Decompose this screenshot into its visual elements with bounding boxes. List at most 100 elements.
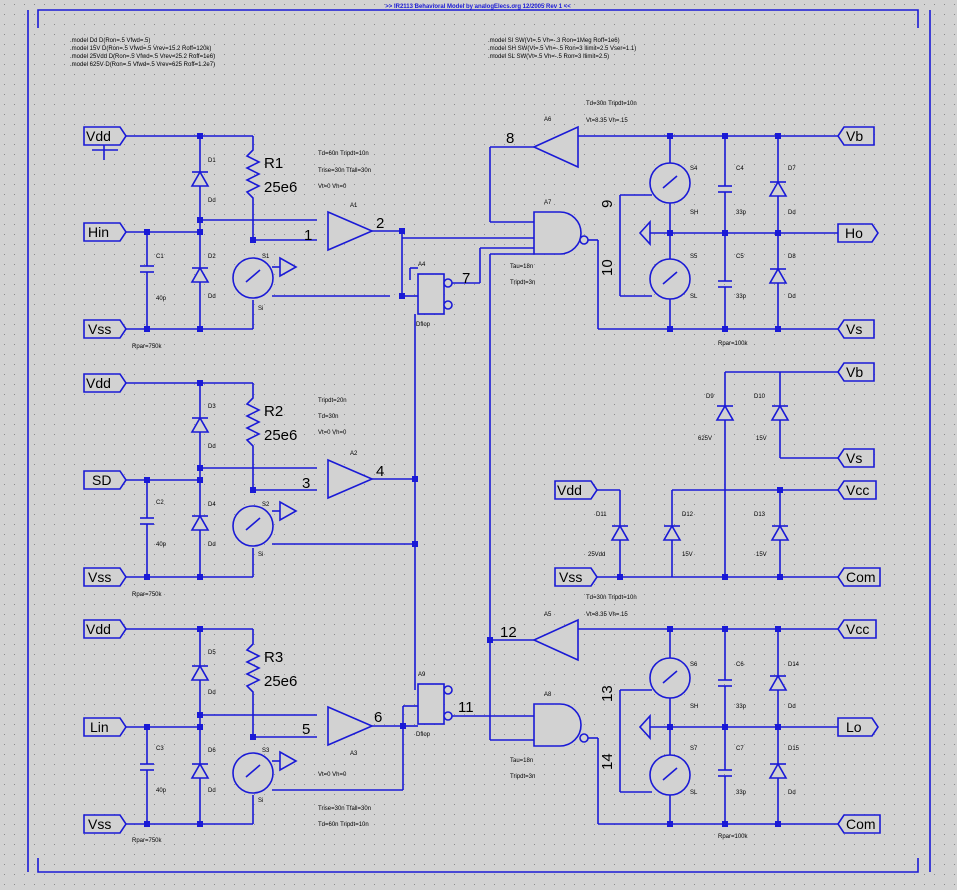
svg-text:A8: A8 bbox=[544, 692, 552, 698]
svg-text:A6: A6 bbox=[544, 117, 552, 123]
svg-text:R3: R3 bbox=[264, 649, 283, 666]
svg-text:.model SH SW(Vt=.5 Vh=-.5 Ron=: .model SH SW(Vt=.5 Vh=-.5 Ron=3 Ilimit=2… bbox=[488, 46, 636, 52]
sheet-title: >> IR2113 Behavioral Model by analogElec… bbox=[385, 4, 571, 10]
svg-text:11: 11 bbox=[458, 699, 474, 716]
port-vcc-2[interactable]: Vcc bbox=[837, 619, 877, 639]
svg-text:.model 25Vdd D(Ron=.5 Vfwd=.5: .model 25Vdd D(Ron=.5 Vfwd=.5 Vrev=25.2 … bbox=[70, 54, 215, 60]
svg-text:Vt=0 Vh=0: Vt=0 Vh=0 bbox=[318, 184, 347, 190]
model-definitions-right: .model SI SW(Vt=.5 Vh=-.3 Ron=1Meg Roff=… bbox=[488, 38, 636, 60]
svg-text:10: 10 bbox=[599, 259, 616, 276]
svg-text:Rpar=100k: Rpar=100k bbox=[718, 341, 749, 347]
svg-text:D8: D8 bbox=[788, 254, 796, 260]
high-side-output bbox=[597, 135, 838, 330]
svg-text:25Vdd: 25Vdd bbox=[588, 552, 605, 558]
svg-text:Dd: Dd bbox=[788, 704, 796, 710]
port-com-1[interactable]: Com bbox=[837, 567, 881, 587]
svg-text:Hin: Hin bbox=[88, 224, 109, 240]
svg-text:S4: S4 bbox=[690, 166, 698, 172]
svg-text:D1: D1 bbox=[208, 158, 216, 164]
port-vcc-1[interactable]: Vcc bbox=[837, 480, 877, 500]
svg-text:Dd: Dd bbox=[208, 444, 216, 450]
svg-text:R2: R2 bbox=[264, 403, 283, 420]
svg-text:Rpar=750k: Rpar=750k bbox=[132, 838, 163, 844]
svg-text:Vt=8.35 Vh=.15: Vt=8.35 Vh=.15 bbox=[586, 612, 628, 618]
port-vs-1[interactable]: Vs bbox=[837, 319, 875, 339]
svg-text:40p: 40p bbox=[156, 542, 167, 548]
svg-text:Vdd: Vdd bbox=[557, 482, 582, 498]
svg-text:33p: 33p bbox=[736, 704, 747, 710]
svg-text:Tripdt=3n: Tripdt=3n bbox=[510, 774, 535, 780]
svg-text:Tripdt=20n: Tripdt=20n bbox=[318, 398, 347, 404]
svg-text:Vss: Vss bbox=[88, 816, 111, 832]
svg-text:Lin: Lin bbox=[90, 719, 109, 735]
svg-text:Vss: Vss bbox=[559, 569, 582, 585]
port-lo[interactable]: Lo bbox=[837, 717, 879, 737]
svg-text:Dd: Dd bbox=[208, 542, 216, 548]
svg-text:Vt=8.35 Vh=.15: Vt=8.35 Vh=.15 bbox=[586, 118, 628, 124]
port-vss-4[interactable]: Vss bbox=[554, 567, 598, 587]
port-vb-1[interactable]: Vb bbox=[837, 126, 875, 146]
svg-text:S7: S7 bbox=[690, 746, 698, 752]
svg-text:25e6: 25e6 bbox=[264, 427, 297, 444]
svg-text:Dd: Dd bbox=[208, 788, 216, 794]
svg-text:SH: SH bbox=[690, 704, 698, 710]
svg-text:.model SI SW(Vt=.5 Vh=-.3 Ron=: .model SI SW(Vt=.5 Vh=-.3 Ron=1Meg Roff=… bbox=[488, 38, 620, 44]
svg-text:C5: C5 bbox=[736, 254, 744, 260]
port-vdd-1[interactable]: Vdd bbox=[83, 126, 127, 146]
svg-text:13: 13 bbox=[599, 685, 616, 702]
svg-text:40p: 40p bbox=[156, 296, 167, 302]
svg-text:5: 5 bbox=[302, 721, 310, 738]
port-vs-2[interactable]: Vs bbox=[837, 448, 875, 468]
svg-text:.model SL SW(Vt=.5 Vh=-.5 Ron=: .model SL SW(Vt=.5 Vh=-.5 Ron=3 Ilimit=2… bbox=[488, 54, 609, 60]
port-vdd-4[interactable]: Vdd bbox=[554, 480, 598, 500]
low-side-output bbox=[578, 628, 838, 825]
input-channel-lin bbox=[120, 628, 403, 825]
svg-text:Vcc: Vcc bbox=[846, 621, 869, 637]
svg-text:6: 6 bbox=[374, 709, 382, 726]
port-hin[interactable]: Hin bbox=[83, 222, 127, 242]
svg-text:40p: 40p bbox=[156, 788, 167, 794]
port-vss-3[interactable]: Vss bbox=[83, 814, 127, 834]
svg-text:.model 625V D(Ron=.5 Vfwd=.5 V: .model 625V D(Ron=.5 Vfwd=.5 Vrev=625 Ro… bbox=[70, 62, 215, 68]
svg-text:S1: S1 bbox=[262, 254, 270, 260]
svg-text:Com: Com bbox=[846, 569, 876, 585]
svg-text:Tau=18n: Tau=18n bbox=[510, 264, 533, 270]
port-ho[interactable]: Ho bbox=[837, 223, 879, 243]
svg-text:D10: D10 bbox=[754, 394, 766, 400]
port-vss-1[interactable]: Vss bbox=[83, 319, 127, 339]
svg-text:C3: C3 bbox=[156, 746, 164, 752]
port-vb-2[interactable]: Vb bbox=[837, 362, 875, 382]
svg-text:R1: R1 bbox=[264, 155, 283, 172]
svg-text:SL: SL bbox=[690, 790, 698, 796]
svg-text:Td=30n: Td=30n bbox=[318, 414, 339, 420]
svg-text:15V: 15V bbox=[756, 552, 767, 558]
svg-text:C2: C2 bbox=[156, 500, 164, 506]
port-com-2[interactable]: Com bbox=[837, 814, 881, 834]
svg-text:D5: D5 bbox=[208, 650, 216, 656]
svg-text:25e6: 25e6 bbox=[264, 179, 297, 196]
svg-text:Tau=18n: Tau=18n bbox=[510, 758, 533, 764]
svg-text:SL: SL bbox=[690, 294, 698, 300]
svg-text:4: 4 bbox=[376, 463, 384, 480]
svg-text:Vss: Vss bbox=[88, 569, 111, 585]
svg-text:7: 7 bbox=[462, 270, 470, 287]
svg-text:Vdd: Vdd bbox=[86, 375, 111, 391]
port-lin[interactable]: Lin bbox=[83, 717, 127, 737]
svg-text:D12: D12 bbox=[682, 512, 694, 518]
svg-text:Dd: Dd bbox=[788, 210, 796, 216]
svg-text:Trise=30n Tfall=30n: Trise=30n Tfall=30n bbox=[318, 168, 371, 174]
svg-text:12: 12 bbox=[500, 624, 517, 641]
svg-text:Dd: Dd bbox=[208, 690, 216, 696]
port-vdd-2[interactable]: Vdd bbox=[83, 373, 127, 393]
svg-text:S3: S3 bbox=[262, 748, 270, 754]
port-vss-2[interactable]: Vss bbox=[83, 567, 127, 587]
svg-text:1: 1 bbox=[304, 227, 312, 244]
svg-text:2: 2 bbox=[376, 215, 384, 232]
port-sd[interactable]: SD bbox=[83, 470, 127, 490]
svg-text:D13: D13 bbox=[754, 512, 766, 518]
svg-text:A3: A3 bbox=[350, 751, 358, 757]
svg-text:.model Dd D(Ron=.5 Vfwd=.5): .model Dd D(Ron=.5 Vfwd=.5) bbox=[70, 38, 150, 44]
svg-text:S5: S5 bbox=[690, 254, 698, 260]
svg-text:A5: A5 bbox=[544, 612, 552, 618]
port-vdd-3[interactable]: Vdd bbox=[83, 619, 127, 639]
